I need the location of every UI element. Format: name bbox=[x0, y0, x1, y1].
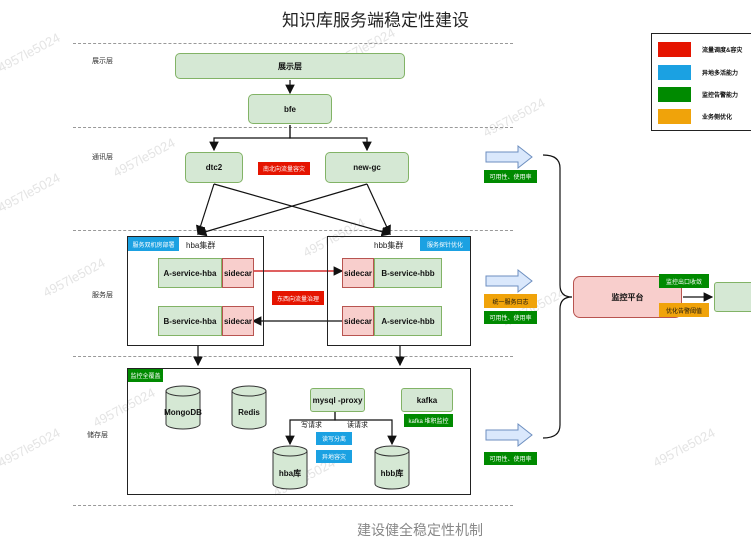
hbb-cluster-tag: 服务探针优化 bbox=[420, 237, 470, 251]
layer-divider bbox=[73, 43, 513, 44]
sidecar-hba-b: sidecar bbox=[222, 306, 254, 336]
layer-divider bbox=[73, 505, 513, 506]
legend-swatch-green bbox=[658, 87, 691, 102]
caption: 建设健全稳定性机制 bbox=[357, 522, 483, 538]
bfe-node: bfe bbox=[248, 94, 332, 124]
layer-label-storage: 储存层 bbox=[87, 432, 108, 439]
legend-swatch-red bbox=[658, 42, 691, 57]
hba-db-cylinder-icon bbox=[272, 445, 308, 490]
hbb-cluster-title: hbb集群 bbox=[374, 241, 404, 250]
hbb-cluster-frame bbox=[327, 236, 471, 346]
sidecar-hbb-b: sidecar bbox=[342, 258, 374, 288]
north-south-tag: 南北向流量容灾 bbox=[258, 162, 310, 175]
hba-cluster-title: hba集群 bbox=[186, 241, 216, 250]
unified-log-tag: 统一服务日志 bbox=[484, 294, 537, 308]
write-request-label: 写请求 bbox=[301, 422, 322, 429]
layer-divider bbox=[73, 230, 513, 231]
availability-tag-1: 可用性、使用率 bbox=[484, 170, 537, 183]
legend: 流量调度&容灾 异地多活能力 监控告警能力 业务侧优化 bbox=[651, 33, 751, 131]
legend-swatch-blue bbox=[658, 65, 691, 80]
monitor-exit-tag: 监控出口收敛 bbox=[659, 274, 709, 288]
b-service-hba: B-service-hba bbox=[158, 306, 222, 336]
kafka-node: kafka bbox=[401, 388, 453, 412]
legend-label: 监控告警能力 bbox=[702, 93, 739, 99]
redis-label: Redis bbox=[238, 408, 260, 417]
offscreen-target-node bbox=[714, 282, 751, 312]
layer-label-access: 通讯层 bbox=[92, 154, 113, 161]
read-request-label: 读请求 bbox=[347, 422, 368, 429]
b-service-hbb: B-service-hbb bbox=[374, 258, 442, 288]
layer-label-service: 服务层 bbox=[92, 292, 113, 299]
storage-frame bbox=[127, 368, 471, 495]
legend-label: 异地多活能力 bbox=[702, 71, 739, 77]
layer-label-display: 展示层 bbox=[92, 58, 113, 65]
mongodb-cylinder-icon bbox=[165, 385, 201, 430]
diagram-title: 知识库服务端稳定性建设 bbox=[282, 11, 469, 31]
redis-cylinder-icon bbox=[231, 385, 267, 430]
hba-db-label: hba库 bbox=[278, 469, 302, 478]
legend-label: 流量调度&容灾 bbox=[702, 48, 743, 54]
mysql-proxy-node: mysql -proxy bbox=[310, 388, 365, 412]
dtc2-node: dtc2 bbox=[185, 152, 243, 183]
availability-tag-3: 可用性、使用率 bbox=[484, 452, 537, 465]
layer-divider bbox=[73, 356, 513, 357]
legend-swatch-orange bbox=[658, 109, 691, 124]
a-service-hba: A-service-hba bbox=[158, 258, 222, 288]
sidecar-hbb-a: sidecar bbox=[342, 306, 374, 336]
mongodb-label: MongoDB bbox=[164, 408, 202, 417]
hbb-db-label: hbb库 bbox=[380, 469, 404, 478]
a-service-hbb: A-service-hbb bbox=[374, 306, 442, 336]
alert-threshold-tag: 优化告警阈值 bbox=[659, 303, 709, 317]
hba-cluster-tag: 服务双机房部署 bbox=[128, 237, 179, 251]
legend-label: 业务侧优化 bbox=[702, 115, 733, 121]
kafka-backlog-tag: kafka 堆积监控 bbox=[404, 414, 453, 427]
sidecar-hba-a: sidecar bbox=[222, 258, 254, 288]
east-west-tag: 东西向流量治理 bbox=[272, 291, 324, 305]
hbb-db-cylinder-icon bbox=[374, 445, 410, 490]
hba-cluster-frame bbox=[127, 236, 264, 346]
new-gc-node: new-gc bbox=[325, 152, 409, 183]
display-layer-box: 展示层 bbox=[175, 53, 405, 79]
layer-divider bbox=[73, 127, 513, 128]
geo-dr-tag: 异地容灾 bbox=[316, 450, 352, 463]
rw-split-tag: 读写分离 bbox=[316, 432, 352, 445]
storage-monitor-tag: 监控全覆盖 bbox=[128, 369, 163, 382]
availability-tag-2: 可用性、使用率 bbox=[484, 311, 537, 324]
